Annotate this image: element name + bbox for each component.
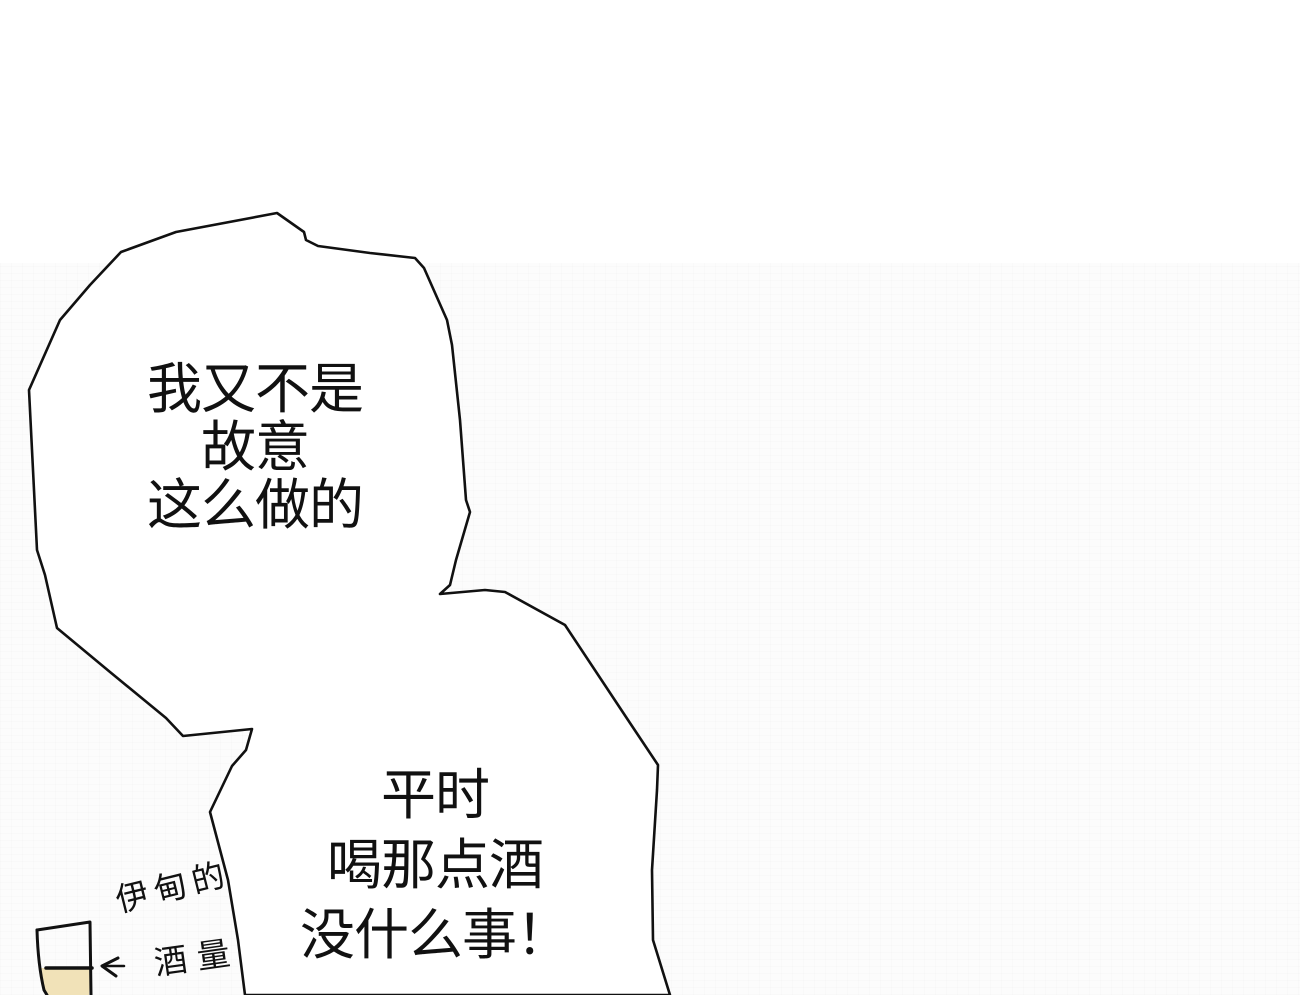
- arrow-left-icon: [100, 956, 126, 978]
- speech-line: 平时: [380, 763, 490, 827]
- speech-line: 这么做的: [146, 473, 364, 537]
- speech-line: 喝那点酒: [326, 833, 544, 897]
- speech-line: 没什么事！: [299, 903, 571, 967]
- speech-line: 故意: [200, 415, 310, 479]
- liquid-fill: [41, 968, 91, 995]
- speech-line: 我又不是: [146, 357, 364, 421]
- glass-icon: [35, 920, 126, 995]
- speech-text-lower: 平时 喝那点酒 没什么事！: [290, 760, 580, 970]
- speech-text-upper: 我又不是 故意 这么做的: [130, 360, 380, 534]
